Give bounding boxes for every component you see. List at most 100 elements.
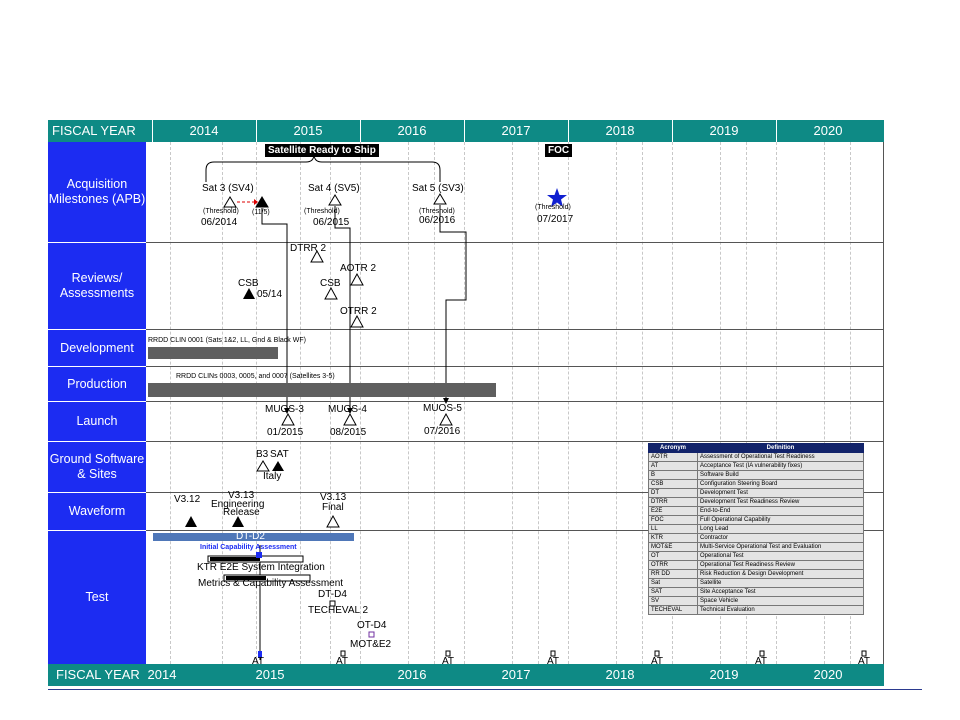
year-divider (568, 120, 569, 142)
row-separator (146, 366, 884, 367)
row-label-production: Production (48, 367, 146, 401)
footer-year: 2016 (397, 667, 427, 682)
csb-label-2: CSB (320, 278, 341, 289)
triangle-open (326, 514, 340, 528)
year-divider (152, 120, 153, 142)
footer-year: 2015 (255, 667, 285, 682)
triangle-open (324, 286, 338, 300)
acronym-cell: SAT (648, 587, 698, 597)
connector-arrowhead (443, 398, 449, 404)
ica-label: Initial Capability Assessment (200, 544, 297, 551)
definition-cell: Software Build (697, 470, 864, 480)
mca-bar (223, 574, 311, 582)
muos3-date: 01/2015 (267, 427, 304, 438)
definition-cell: Risk Reduction & Design Development (697, 569, 864, 579)
definition-cell: Long Lead (697, 524, 864, 534)
acronym-cell: Sat (648, 578, 698, 588)
at-label: AT (858, 656, 871, 667)
threshold-label: (Threshold) (304, 208, 340, 215)
fiscal-year-footer: FISCAL YEAR 2014 2015 2016 2017 2018 201… (48, 664, 884, 686)
triangle-open (281, 412, 295, 426)
triangle-open (433, 193, 447, 205)
triangle-open (350, 272, 364, 286)
row-label-ground: Ground Software & Sites (48, 442, 146, 492)
grid-line (850, 142, 851, 664)
production-bar-label: RRDD CLINs 0003, 0005, and 0007 (Satelli… (176, 373, 335, 380)
italy-label: Italy (263, 471, 282, 482)
sat4-date: 06/2015 (313, 217, 350, 228)
triangle-filled (243, 288, 255, 299)
row-separator (146, 441, 884, 442)
definition-cell: Contractor (697, 533, 864, 543)
header-year: 2014 (189, 123, 219, 138)
dtrr2-label: DTRR 2 (290, 243, 327, 254)
connector-sat5 (439, 205, 467, 402)
header-year: 2020 (813, 123, 843, 138)
grid-line (672, 142, 673, 664)
definition-cell: Development Test (697, 488, 864, 498)
final-label: Final (322, 502, 344, 513)
acronym-cell: AOTR (648, 452, 698, 462)
grid-line (642, 142, 643, 664)
header-year: 2017 (501, 123, 531, 138)
b3-label: B3 (256, 449, 269, 460)
row-separator (146, 492, 884, 493)
motae-label: MOT&E2 (350, 639, 392, 650)
engineering-label: Engineering (211, 499, 265, 510)
at-label: AT (547, 656, 560, 667)
header-year: 2018 (605, 123, 635, 138)
definition-cell: Development Test Readiness Review (697, 497, 864, 507)
definition-cell: End-to-End (697, 506, 864, 516)
v312-label: V3.12 (174, 494, 201, 505)
foc-badge: FOC (545, 144, 573, 157)
development-bar (148, 347, 278, 359)
mca-label: Metrics & Capability Assessment (198, 578, 344, 589)
triangle-filled (255, 196, 269, 208)
acronym-cell: AT (648, 461, 698, 471)
row-label-reviews: Reviews/ Assessments (48, 243, 146, 329)
dt-d4-marker (329, 600, 336, 607)
ktr-e2e-fill (210, 557, 260, 561)
sat4-label: Sat 4 (SV5) (308, 183, 360, 194)
slip-arrow-head (254, 199, 258, 205)
acronym-cell: KTR (648, 533, 698, 543)
techeval-label: TECHEVAL 2 (308, 605, 369, 616)
eleven-five-label: (11/5) (252, 209, 270, 216)
v313-final-version: V3.13 (320, 492, 347, 503)
definition-cell: Operational Test (697, 551, 864, 561)
definition-cell: Technical Evaluation (697, 605, 864, 615)
grid-line (170, 142, 171, 664)
acronym-cell: OT (648, 551, 698, 561)
grid-line (512, 142, 513, 664)
triangle-filled (272, 461, 284, 471)
header-year: 2015 (293, 123, 323, 138)
connector-arrowhead (347, 408, 353, 414)
definition-cell: Multi-Service Operational Test and Evalu… (697, 542, 864, 552)
acronym-cell: MOT&E (648, 542, 698, 552)
footer-rule (48, 689, 922, 690)
csb-date: 05/14 (257, 289, 283, 300)
fiscal-year-header: FISCAL YEAR 2014 2015 2016 2017 2018 201… (48, 120, 884, 142)
footer-year: 2020 (813, 667, 843, 682)
triangle-open (310, 249, 324, 263)
grid-line (616, 142, 617, 664)
mca-fill (226, 576, 266, 580)
definition-cell: Configuration Steering Board (697, 479, 864, 489)
muos3-label: MUOS-3 (265, 404, 304, 415)
header-label: FISCAL YEAR (52, 123, 136, 138)
at-marker (550, 650, 556, 657)
release-label: Release (223, 507, 260, 518)
